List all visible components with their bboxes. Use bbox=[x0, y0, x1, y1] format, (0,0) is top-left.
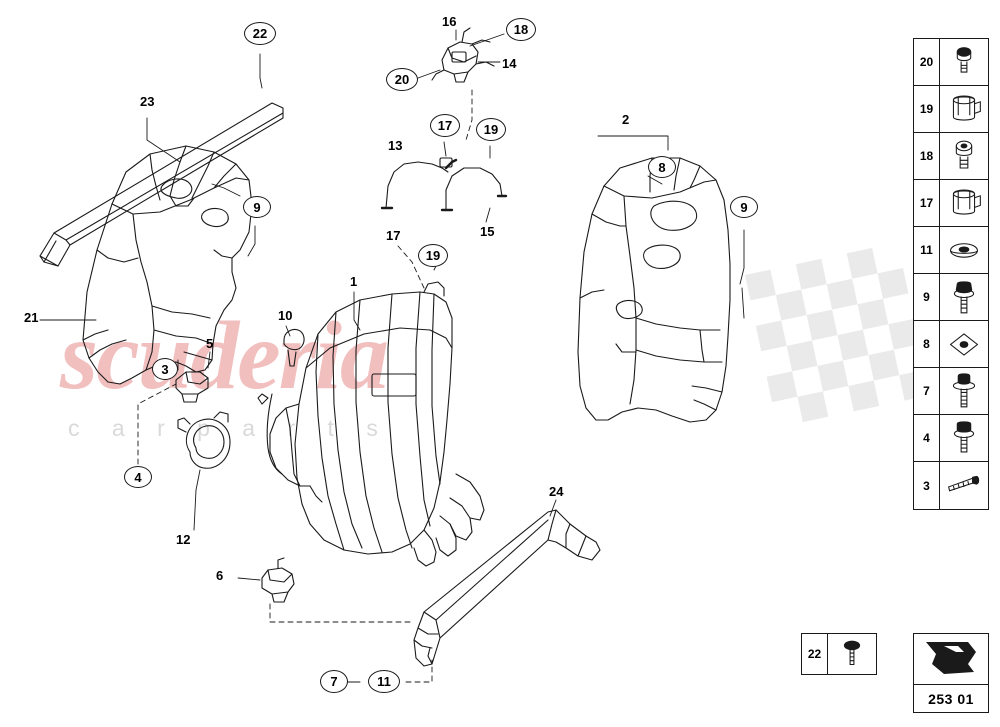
long-screw-icon bbox=[940, 462, 988, 509]
legend-number: 11 bbox=[914, 227, 940, 273]
stud-bolt-icon bbox=[940, 368, 988, 414]
flange-bolt-icon bbox=[940, 274, 988, 320]
hex-bolt-icon bbox=[940, 415, 988, 461]
part-number-value: 253 01 bbox=[928, 691, 974, 707]
callout-5[interactable]: 5 bbox=[206, 336, 214, 351]
clip-bracket-icon bbox=[940, 86, 988, 132]
part-5-bracket bbox=[175, 371, 209, 403]
callout-19-top[interactable]: 19 bbox=[476, 118, 506, 141]
legend-row[interactable]: 20 bbox=[914, 39, 988, 86]
callout-8[interactable]: 8 bbox=[648, 156, 676, 178]
callout-4[interactable]: 4 bbox=[124, 466, 152, 488]
parts-legend-secondary: 22 bbox=[801, 633, 877, 675]
rivet-pin-icon bbox=[828, 634, 876, 674]
legend-number: 18 bbox=[914, 133, 940, 179]
legend-number: 7 bbox=[914, 368, 940, 414]
callout-21[interactable]: 21 bbox=[24, 310, 39, 325]
callout-6[interactable]: 6 bbox=[216, 568, 224, 583]
legend-number: 4 bbox=[914, 415, 940, 461]
part-23-rail bbox=[39, 102, 284, 267]
callout-9-left[interactable]: 9 bbox=[243, 196, 271, 218]
callout-19-lower[interactable]: 19 bbox=[418, 244, 448, 267]
part-24-support-bracket bbox=[413, 509, 601, 667]
legend-row[interactable]: 7 bbox=[914, 368, 988, 415]
legend-number: 19 bbox=[914, 86, 940, 132]
legend-row[interactable]: 3 bbox=[914, 462, 988, 509]
callout-9-right[interactable]: 9 bbox=[730, 196, 758, 218]
part-1-muffler-body bbox=[257, 281, 485, 567]
legend-number: 22 bbox=[802, 634, 828, 674]
legend-number: 20 bbox=[914, 39, 940, 85]
legend-number: 9 bbox=[914, 274, 940, 320]
callout-16[interactable]: 16 bbox=[442, 14, 457, 29]
callout-15[interactable]: 15 bbox=[480, 224, 495, 239]
callout-1[interactable]: 1 bbox=[350, 274, 358, 289]
callout-17-lower[interactable]: 17 bbox=[386, 228, 401, 243]
callout-11[interactable]: 11 bbox=[368, 670, 400, 693]
legend-row[interactable]: 11 bbox=[914, 227, 988, 274]
parts-legend: 20 19 18 bbox=[913, 38, 989, 510]
callout-7[interactable]: 7 bbox=[320, 670, 348, 693]
callout-23[interactable]: 23 bbox=[140, 94, 155, 109]
legend-number: 17 bbox=[914, 180, 940, 226]
callout-20[interactable]: 20 bbox=[386, 68, 418, 91]
legend-number: 3 bbox=[914, 462, 940, 509]
legend-number: 8 bbox=[914, 321, 940, 367]
legend-row[interactable]: 17 bbox=[914, 180, 988, 227]
direction-arrow-icon bbox=[914, 634, 988, 685]
callout-10[interactable]: 10 bbox=[278, 308, 293, 323]
cap-nut-icon bbox=[940, 39, 988, 85]
part-16-upper-bracket bbox=[431, 27, 495, 83]
clip-bracket-icon bbox=[940, 180, 988, 226]
part-number-box: 253 01 bbox=[913, 633, 989, 713]
part-2-right-heat-shield bbox=[577, 157, 731, 423]
callout-17-top[interactable]: 17 bbox=[430, 114, 460, 137]
callout-24[interactable]: 24 bbox=[549, 484, 564, 499]
callout-22[interactable]: 22 bbox=[244, 22, 276, 45]
legend-row[interactable]: 9 bbox=[914, 274, 988, 321]
legend-row[interactable]: 8 bbox=[914, 321, 988, 368]
part-12-clamp-ring bbox=[177, 411, 231, 469]
callout-2[interactable]: 2 bbox=[622, 112, 630, 127]
callout-14[interactable]: 14 bbox=[502, 56, 517, 71]
legend-row[interactable]: 4 bbox=[914, 415, 988, 462]
callout-18[interactable]: 18 bbox=[506, 18, 536, 41]
grommet-bolt-icon bbox=[940, 133, 988, 179]
callout-13[interactable]: 13 bbox=[388, 138, 403, 153]
legend-row[interactable]: 18 bbox=[914, 133, 988, 180]
vacuum-hoses bbox=[380, 51, 508, 212]
callout-12[interactable]: 12 bbox=[176, 532, 191, 547]
square-plate-nut-icon bbox=[940, 321, 988, 367]
part-6-vacuum-valve bbox=[261, 557, 295, 603]
washer-icon bbox=[940, 227, 988, 273]
callout-3[interactable]: 3 bbox=[152, 358, 178, 380]
part-21-left-heat-shield bbox=[82, 145, 253, 385]
legend-row[interactable]: 19 bbox=[914, 86, 988, 133]
